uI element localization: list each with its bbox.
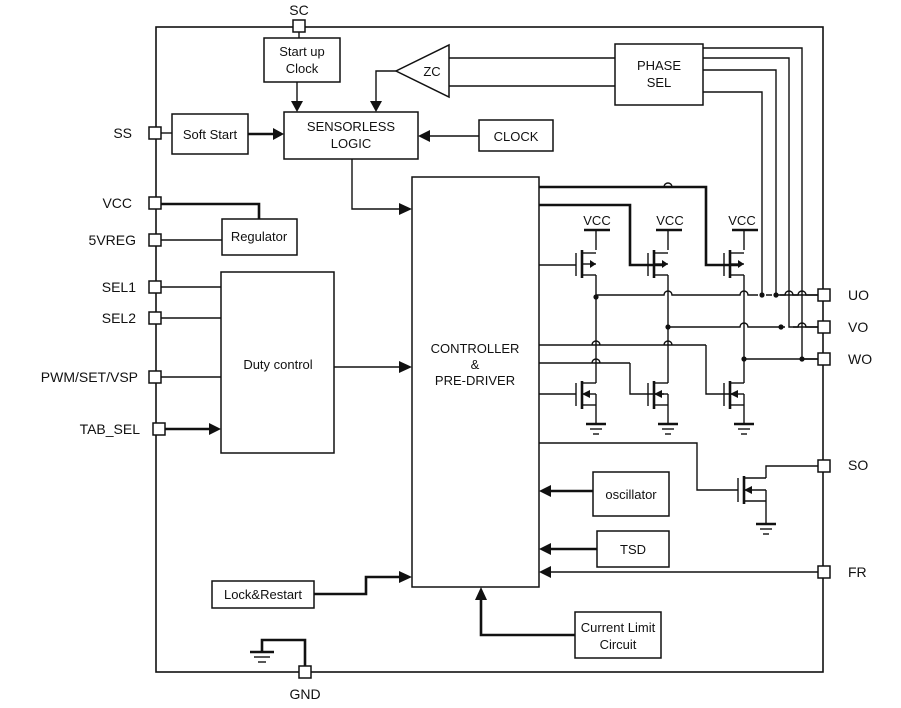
svg-text:VCC: VCC (102, 195, 132, 211)
svg-text:Start up: Start up (279, 44, 325, 59)
svg-text:VCC: VCC (728, 213, 755, 228)
svg-text:SEL: SEL (647, 75, 672, 90)
svg-text:SC: SC (289, 2, 308, 18)
chip-outline (155, 26, 824, 673)
svg-text:TSD: TSD (620, 542, 646, 557)
svg-text:GND: GND (289, 686, 320, 702)
svg-text:FR: FR (848, 564, 867, 580)
oscillator-block: oscillator (592, 471, 670, 517)
startup-clock-block: Start up Clock (263, 37, 341, 83)
pin-wo: WO (817, 351, 872, 367)
high-side-fet-w: VCC (723, 213, 758, 278)
soft-start-block: Soft Start (171, 113, 249, 155)
svg-text:WO: WO (848, 351, 872, 367)
pin-so: SO (817, 457, 868, 473)
regulator-block: Regulator (221, 218, 298, 256)
svg-text:5VREG: 5VREG (89, 232, 136, 248)
pin-uo: UO (817, 287, 869, 303)
ground-icon (250, 638, 307, 666)
lock-restart-block: Lock&Restart (211, 580, 315, 609)
svg-text:CONTROLLER: CONTROLLER (431, 341, 520, 356)
svg-text:SENSORLESS: SENSORLESS (307, 119, 395, 134)
pin-pwm: PWM/SET/VSP (41, 369, 162, 385)
svg-text:SO: SO (848, 457, 868, 473)
svg-text:VCC: VCC (656, 213, 683, 228)
svg-text:PWM/SET/VSP: PWM/SET/VSP (41, 369, 138, 385)
tsd-block: TSD (596, 530, 670, 568)
pin-fr: FR (817, 564, 867, 580)
svg-text:Lock&Restart: Lock&Restart (224, 587, 302, 602)
svg-text:Current Limit: Current Limit (581, 620, 656, 635)
svg-text:Duty control: Duty control (243, 357, 312, 372)
svg-text:VO: VO (848, 319, 868, 335)
svg-text:Clock: Clock (286, 61, 319, 76)
duty-control-block: Duty control (220, 271, 335, 454)
svg-text:SS: SS (113, 125, 132, 141)
low-side-fet-u (575, 381, 606, 435)
pin-sc: SC (289, 2, 309, 33)
so-fet (737, 465, 818, 535)
pin-sel2: SEL2 (102, 310, 162, 326)
svg-text:Circuit: Circuit (600, 637, 637, 652)
svg-text:&: & (471, 357, 480, 372)
svg-text:SEL1: SEL1 (102, 279, 136, 295)
pin-vcc: VCC (102, 195, 162, 211)
high-side-fet-u: VCC (575, 213, 611, 278)
high-side-fet-v: VCC (647, 213, 684, 278)
controller-block: CONTROLLER & PRE-DRIVER (411, 176, 540, 588)
zc-comparator: ZC (394, 43, 450, 99)
pin-5vreg: 5VREG (89, 232, 162, 248)
sensorless-logic-block: SENSORLESS LOGIC (283, 111, 419, 160)
svg-text:VCC: VCC (583, 213, 610, 228)
svg-text:UO: UO (848, 287, 869, 303)
pin-vo: VO (817, 319, 868, 335)
svg-text:PHASE: PHASE (637, 58, 681, 73)
phase-sel-block: PHASE SEL (614, 43, 704, 106)
svg-text:CLOCK: CLOCK (494, 129, 539, 144)
svg-text:oscillator: oscillator (605, 487, 657, 502)
pin-sel1: SEL1 (102, 279, 162, 295)
svg-text:ZC: ZC (423, 64, 440, 79)
clock-block: CLOCK (478, 119, 554, 152)
current-limit-block: Current Limit Circuit (574, 611, 662, 659)
pin-ss: SS (113, 125, 162, 141)
svg-text:SEL2: SEL2 (102, 310, 136, 326)
svg-text:TAB_SEL: TAB_SEL (80, 421, 141, 437)
svg-text:Soft Start: Soft Start (183, 127, 238, 142)
svg-text:PRE-DRIVER: PRE-DRIVER (435, 373, 515, 388)
signal-wires (161, 32, 818, 637)
pin-tab-sel: TAB_SEL (80, 421, 166, 437)
svg-text:LOGIC: LOGIC (331, 136, 371, 151)
low-side-fet-w (723, 381, 754, 435)
output-bridge (591, 182, 818, 383)
low-side-fet-v (647, 381, 678, 435)
svg-text:Regulator: Regulator (231, 229, 288, 244)
